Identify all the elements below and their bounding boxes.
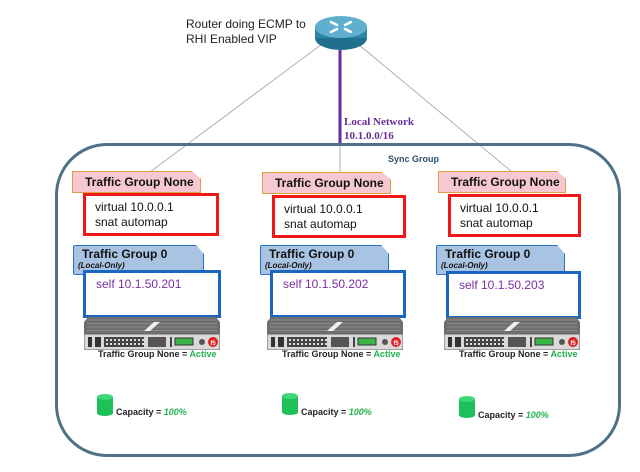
self-ip-box: self 10.1.50.202 <box>270 270 406 318</box>
device-status: Traffic Group None = Active <box>459 349 577 359</box>
status-active: Active <box>189 349 217 359</box>
device-status: Traffic Group None = Active <box>282 349 400 359</box>
virtual-server-box: virtual 10.0.0.1 snat automap <box>272 195 406 238</box>
virtual-address: virtual 10.0.0.1 <box>284 202 363 216</box>
f5-appliance-icon: f5 <box>444 317 580 350</box>
snat-setting: snat automap <box>460 216 533 230</box>
local-only-label: (Local-Only) <box>441 261 488 270</box>
snat-setting: snat automap <box>95 215 168 229</box>
traffic-group-0-label: Traffic Group 0 <box>269 247 355 261</box>
traffic-group-none-tab: Traffic Group None <box>262 172 391 194</box>
f5-appliance-icon: f5 <box>84 317 220 350</box>
local-network-subnet: 10.1.0.0/16 <box>344 130 394 142</box>
link-line-device-1 <box>149 43 323 173</box>
virtual-address: virtual 10.0.0.1 <box>95 200 174 214</box>
link-line-device-3 <box>357 43 513 173</box>
capacity-value: 100% <box>163 407 187 417</box>
router-caption: Router doing ECMP to RHI Enabled VIP <box>186 17 306 47</box>
virtual-server-box: virtual 10.0.0.1 snat automap <box>83 193 219 236</box>
traffic-group-none-tab: Traffic Group None <box>438 171 566 193</box>
status-prefix: Traffic Group None = <box>98 349 190 359</box>
capacity-value: 100% <box>525 410 549 420</box>
svg-text:f5: f5 <box>393 341 399 347</box>
sync-group-container <box>55 143 621 457</box>
capacity-value: 100% <box>348 407 372 417</box>
svg-text:f5: f5 <box>570 341 576 347</box>
virtual-address: virtual 10.0.0.1 <box>460 201 539 215</box>
svg-text:f5: f5 <box>210 341 216 347</box>
local-only-label: (Local-Only) <box>78 261 125 270</box>
traffic-group-0-label: Traffic Group 0 <box>82 247 168 261</box>
capacity-text: Capacity = 100% <box>116 407 187 417</box>
status-prefix: Traffic Group None = <box>282 349 374 359</box>
traffic-group-0-label: Traffic Group 0 <box>445 247 531 261</box>
capacity-text: Capacity = 100% <box>301 407 372 417</box>
router-icon <box>315 16 367 50</box>
local-network-name: Local Network <box>344 116 414 128</box>
sync-group-label: Sync Group <box>388 154 440 164</box>
capacity-prefix: Capacity = <box>478 410 526 420</box>
router-caption-line2: RHI Enabled VIP <box>186 32 277 46</box>
self-ip-box: self 10.1.50.203 <box>446 271 581 319</box>
status-active: Active <box>550 349 578 359</box>
router-caption-line1: Router doing ECMP to <box>186 17 306 31</box>
virtual-server-box: virtual 10.0.0.1 snat automap <box>448 194 581 237</box>
local-only-label: (Local-Only) <box>265 261 312 270</box>
capacity-cylinder-icon <box>282 393 298 415</box>
traffic-group-none-tab: Traffic Group None <box>72 171 201 193</box>
capacity-cylinder-icon <box>97 394 113 416</box>
status-prefix: Traffic Group None = <box>459 349 551 359</box>
capacity-prefix: Capacity = <box>301 407 349 417</box>
status-active: Active <box>373 349 401 359</box>
capacity-text: Capacity = 100% <box>478 410 549 420</box>
local-network-label: Local Network 10.1.0.0/16 <box>344 115 414 143</box>
traffic-group-0-tab: Traffic Group 0 (Local-Only) <box>436 245 565 275</box>
self-ip-box: self 10.1.50.201 <box>83 270 221 318</box>
snat-setting: snat automap <box>284 217 357 231</box>
f5-appliance-icon: f5 <box>267 317 403 350</box>
device-status: Traffic Group None = Active <box>98 349 216 359</box>
capacity-prefix: Capacity = <box>116 407 164 417</box>
capacity-cylinder-icon <box>459 396 475 418</box>
